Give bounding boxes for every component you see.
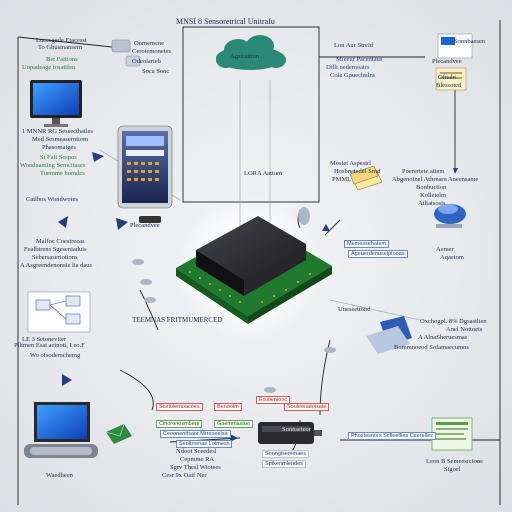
device-tag-2: Sptkenmlendes	[262, 460, 306, 468]
monitor-caption-2: Med Sesmeaserntiom	[32, 136, 89, 143]
bottom-tag-1: Scettilernoacoes	[156, 403, 203, 411]
bottom-tag-5: Cinoronosmbers	[156, 420, 203, 428]
right-mid-3: PMML	[332, 176, 352, 183]
bottom-tag-4: Souleenatoisate	[284, 403, 330, 411]
left-diagram-label-2: Plltmen Esat aeinoti, I eo.F	[14, 342, 85, 349]
box-tag-1: Memessehatem	[344, 240, 390, 248]
clock-label-1: Oxchogpl. 8% Dgsastlien	[420, 318, 487, 325]
central-frame	[182, 26, 320, 203]
top-mid-1: Oomemcne	[134, 40, 164, 47]
arrows	[58, 152, 458, 442]
monitor-green-1: St Falt Sespos	[40, 154, 77, 161]
right-blue-1: Mieeur Pacentaus	[336, 56, 383, 63]
bottom-tag-6: Gaemmastue	[214, 420, 254, 428]
server-label-2: Aqaeiom	[440, 254, 464, 261]
cable-icon	[132, 207, 336, 393]
clock-label-3: A AlnaSheruesmas	[418, 334, 468, 341]
router-icon	[366, 316, 412, 354]
flow-diagram-icon	[27, 291, 91, 333]
arrow-left-icon	[58, 216, 68, 228]
monitor-caption-1: 1 MNNR RG Sessecthatles	[22, 128, 93, 135]
tablet-icon	[117, 125, 173, 223]
cloud-label: Agstrattion	[230, 53, 260, 60]
bottom-tag-3: Eisioenionc	[256, 396, 291, 404]
right-mid-1: Mostet Aspestrl	[330, 160, 371, 167]
clock-label-4: Bommnoeod Sofamaecumns	[394, 344, 469, 351]
bottom-label-1: Ndoot Sceedesl	[176, 448, 217, 455]
device-tag-3: Phostesnors Scfleetlies Ceerelles	[348, 432, 436, 440]
right-desc-5: Atltatsosis	[418, 200, 446, 207]
left-green-1: Bet Faitions	[46, 56, 78, 63]
arrow-up-icon	[322, 224, 330, 231]
envelope-icon	[105, 423, 132, 444]
module-icon	[111, 39, 141, 67]
right-desc-1: Poerertete attem	[402, 168, 445, 175]
left-lower-label: Wo ofsodemchemg	[30, 352, 81, 359]
panel-label-4: Blessoted	[436, 82, 462, 89]
bottom-label-2: Cepmme RA	[180, 456, 215, 463]
cloud-icon	[216, 35, 286, 70]
device-label: Sonnseteor	[282, 426, 311, 433]
left-mid-1: Malfoc Coestrecas	[36, 238, 85, 245]
center-caption: TEEMNAS FRITMUMERCED	[132, 316, 223, 324]
unconnected-label: Uneseettond	[338, 306, 371, 313]
chevron-down-icon	[62, 374, 72, 386]
left-mid-4: A Asgreendenonsie lia daus	[20, 262, 93, 269]
bottom-tag-2: Benoolm	[214, 403, 242, 411]
clock-label-2: Anel Nottoeis	[446, 326, 483, 333]
arrow-down-icon	[453, 168, 458, 174]
left-diagram-label-1: LE 3 Setoneviter	[22, 336, 67, 343]
report-card-icon	[431, 417, 473, 451]
panel-label-1: Sonnbaesen	[454, 38, 486, 45]
bottom-tag-8: Seoltrrenas Lotmess	[176, 440, 233, 448]
bottom-right-label-2: Sigoel	[444, 466, 461, 473]
bottom-label-3: Sgrv Thesl Wiotees	[170, 464, 221, 471]
left-mid-3: Sebersaseriotions	[32, 254, 78, 261]
diagram-title: MNSI 8 Sensoretrical Unitrafu	[176, 17, 275, 26]
arrow-right-icon	[116, 218, 128, 230]
right-desc-2: Abgenoinel Athrearu Aneensame	[392, 176, 479, 183]
arrow-right-icon	[92, 152, 104, 162]
top-mid-4: Soca Sonc	[142, 68, 170, 75]
notes-icon	[349, 165, 383, 191]
left-bottom-label: Waedheen	[46, 472, 73, 479]
right-blue-3: Cola Gpueclmlns	[330, 72, 376, 79]
panel-label-2: Plecandvee	[432, 58, 462, 65]
lora-label: LORA Aattum	[244, 170, 283, 177]
bottom-right-label-1: Leon B Semeesrcione	[426, 458, 484, 465]
gateway-device-icon	[258, 422, 322, 444]
document-icon	[435, 33, 473, 91]
left-top-label-1: Lucesgede Etacesst	[36, 37, 87, 44]
lora-chip-icon	[176, 216, 332, 324]
box-tag-2: Ageuerdenuseiptooas	[348, 250, 408, 258]
left-mid-2: Fealbirens Sgeseniaduis	[24, 246, 87, 253]
server-icon	[434, 204, 466, 228]
right-desc-4: Kolletelm	[420, 192, 446, 199]
left-top-label-2: To Gbusmansern	[38, 44, 83, 51]
right-desc-3: Bonbuction	[416, 184, 447, 191]
bottom-tag-7: Ceoonenitsaor Mrreseelsa	[160, 430, 231, 438]
monitor-caption-3: Phasomaiges	[42, 144, 76, 151]
right-top-label: Lon Aur Streid	[334, 42, 373, 49]
top-mid-2: Cerotemonetes	[132, 48, 171, 55]
monitor-icon	[30, 80, 82, 127]
desktop-monitor-icon	[24, 402, 98, 458]
server-label-1: Aemer	[436, 246, 454, 253]
top-mid-3: Odeolarteb	[132, 58, 161, 65]
left-sub-label: Catlbos Wondwotes	[26, 196, 78, 203]
bottom-label-4: Cesr 9x Oaif Ner	[162, 472, 207, 479]
panel-label-3: Ofnabt	[438, 74, 457, 81]
device-tag-1: Sonngisemmaes	[262, 450, 309, 458]
monitor-green-2: Woodnaming Semcitases	[20, 162, 86, 169]
tablet-caption-1: Plecandvee	[130, 222, 160, 229]
right-mid-2: Hosbnatedel Srnd	[334, 168, 381, 175]
left-green-2: Unpadeage tosatifen	[22, 64, 76, 71]
monitor-green-3: Tuemme bomdes	[40, 170, 85, 177]
right-blue-2: Dillt nedemoatrs	[326, 64, 370, 71]
